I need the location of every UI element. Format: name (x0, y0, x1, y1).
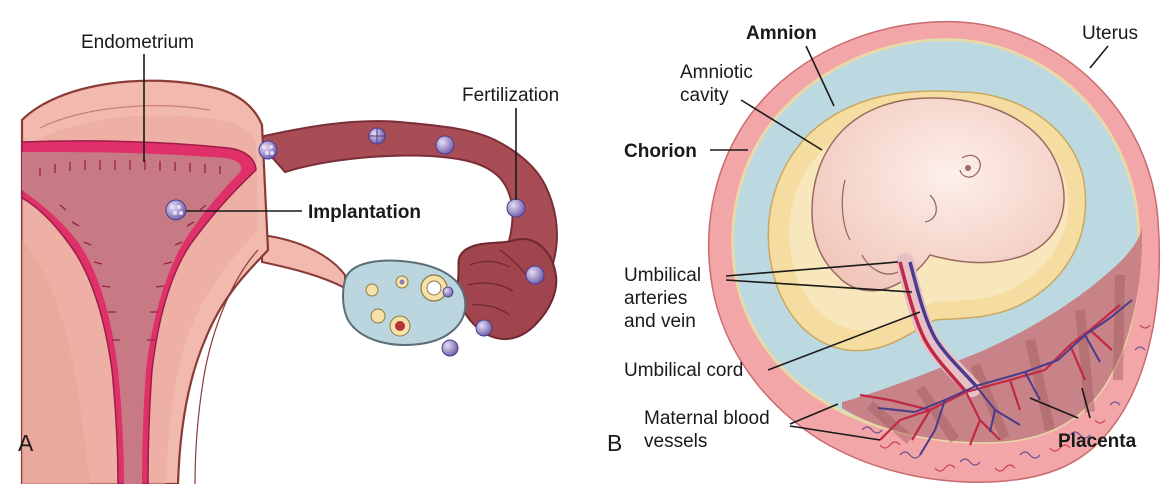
panel-b-letter: B (607, 430, 622, 456)
implanted-blastocyst (165, 199, 187, 221)
placenta (842, 228, 1143, 443)
amniotic-cavity-leader-line (740, 99, 823, 151)
placenta-leader-line-1 (1029, 397, 1079, 419)
label-endometrium: Endometrium (81, 32, 194, 53)
umbilical-cord-leader-line (767, 311, 921, 371)
umbilical-artery-leader-line-2 (725, 279, 913, 293)
umbilical-vein (908, 261, 978, 388)
uterine-cavity (22, 152, 242, 484)
placenta-leader-line-2 (1081, 387, 1091, 419)
label-maternal-blood-vessels-line-1: Maternal blood (644, 408, 770, 429)
label-implantation: Implantation (308, 202, 421, 223)
label-uterus: Uterus (1082, 23, 1138, 44)
umbilical-artery-leader-line-1 (725, 261, 899, 277)
umbilical-artery (898, 261, 968, 394)
label-maternal-blood-vessels-line-2: vessels (644, 431, 707, 452)
label-chorion: Chorion (624, 141, 697, 162)
ovarian-ligament (261, 233, 346, 290)
amnion-leader-line (805, 45, 835, 107)
uterus-leader-line (1089, 45, 1109, 69)
maternal-vessels-leader-line-1 (789, 403, 839, 425)
label-fertilization: Fertilization (462, 85, 559, 106)
label-amniotic-cavity-line-1: Amniotic (680, 62, 753, 83)
panel-a-illustration (20, 79, 558, 486)
label-umbilical-line-2: arteries (624, 288, 687, 309)
panel-b-illustration (707, 20, 1161, 483)
label-placenta: Placenta (1058, 431, 1137, 452)
label-umbilical-line-3: and vein (624, 311, 696, 332)
panel-a-letter: A (18, 430, 34, 456)
label-umbilical-cord: Umbilical cord (624, 360, 743, 381)
label-amniotic-cavity-line-2: cavity (680, 85, 729, 106)
label-amnion: Amnion (746, 23, 817, 44)
umbilical-cord (896, 253, 981, 397)
label-umbilical-line-1: Umbilical (624, 265, 701, 286)
maternal-vessels-leader-line-2 (789, 425, 881, 441)
fimbriae (456, 238, 558, 341)
